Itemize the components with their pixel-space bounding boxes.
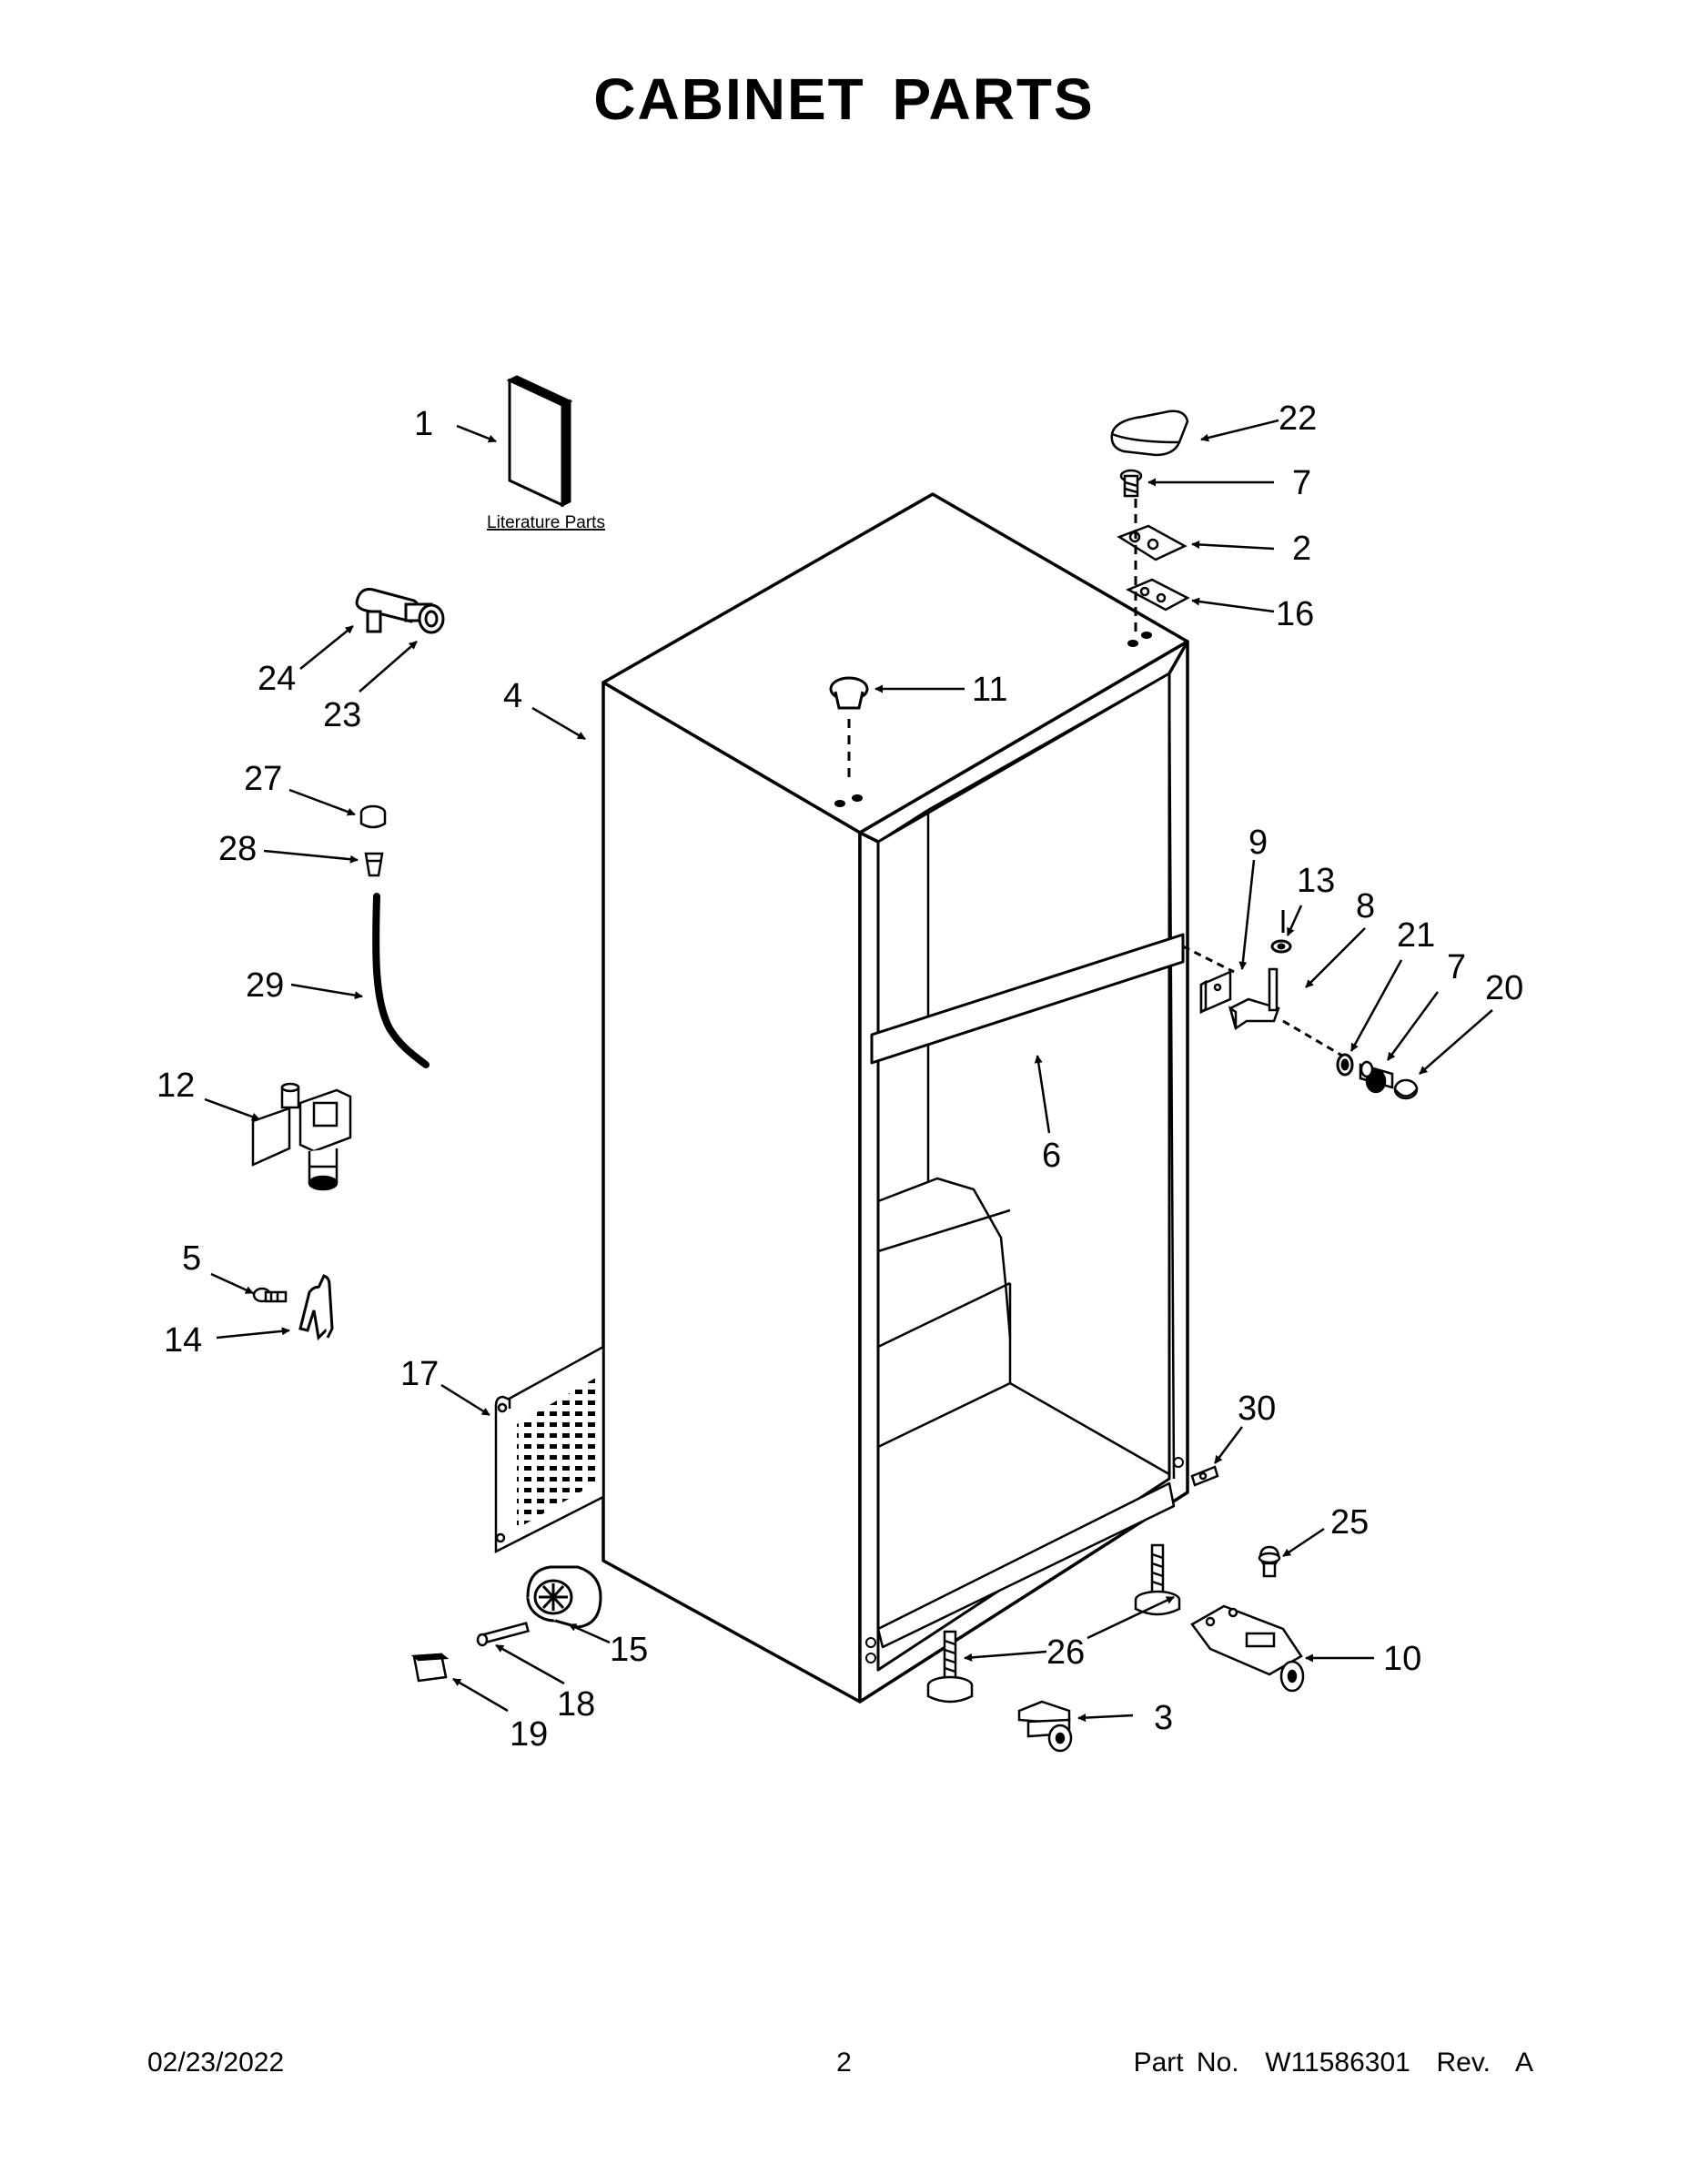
cabinet-body	[601, 492, 1189, 1704]
callout-20: 20	[1485, 969, 1523, 1007]
callout-17: 17	[400, 1355, 439, 1393]
roller-assembly-icon	[1190, 1604, 1305, 1693]
literature-icon	[506, 375, 573, 508]
center-hinge-screw-icon	[1359, 1060, 1394, 1094]
water-tube-icon	[372, 893, 430, 1068]
callout-9: 9	[1248, 824, 1268, 862]
leveling-leg-front-icon	[926, 1630, 974, 1704]
callout-3: 3	[1154, 1699, 1173, 1737]
callout-4: 4	[503, 677, 522, 715]
callout-12: 12	[157, 1067, 195, 1105]
footer-page-number: 2	[836, 2048, 852, 2078]
cabinet-holes	[834, 632, 1184, 1663]
hinge-cover-icon	[1110, 410, 1189, 457]
bracket-screw-icon	[252, 1287, 288, 1303]
callout-13: 13	[1297, 862, 1335, 900]
water-valve-icon	[251, 1082, 352, 1191]
callout-29: 29	[246, 966, 284, 1005]
callout-2: 2	[1292, 530, 1311, 568]
front-roller-icon	[1017, 1700, 1073, 1753]
center-hinge-dash-line	[1182, 945, 1235, 974]
hinge-shim-icon	[1126, 578, 1190, 612]
callout-14: 14	[164, 1321, 202, 1360]
elbow-fitting-icon	[355, 588, 445, 634]
small-bracket-icon	[1190, 1465, 1219, 1487]
callout-25: 25	[1330, 1503, 1369, 1542]
callout-6: 6	[1042, 1137, 1061, 1175]
callout-7-top: 7	[1292, 464, 1311, 502]
callout-27: 27	[244, 760, 282, 798]
footer-date: 02/23/2022	[147, 2048, 285, 2078]
callout-19: 19	[510, 1715, 548, 1754]
wheel-axle-icon	[476, 1622, 530, 1647]
center-hinge-bracket-icon	[1199, 970, 1232, 1015]
callout-23: 23	[323, 696, 361, 734]
callout-5: 5	[182, 1239, 201, 1278]
hinge-washer-icon	[1270, 939, 1292, 954]
callout-leaders	[204, 419, 1493, 1723]
hinge-axis-dash-line	[1282, 1019, 1343, 1057]
callout-16: 16	[1276, 595, 1314, 633]
rear-access-panel-icon	[494, 1344, 605, 1554]
top-hinge-icon	[1117, 524, 1188, 561]
callout-7-mid: 7	[1447, 948, 1466, 986]
hinge-screw-icon	[1119, 469, 1143, 498]
tube-clamp-icon	[359, 804, 387, 829]
footer-part-number: Part No. W11586301 Rev. A	[1133, 2048, 1533, 2078]
page-title: CABINET PARTS	[593, 66, 1095, 132]
callout-8: 8	[1356, 887, 1375, 925]
center-hinge-icon	[1228, 967, 1280, 1031]
callout-26: 26	[1046, 1633, 1085, 1672]
callout-24: 24	[258, 660, 296, 698]
callout-numbers: 1 22 7 2 16 24 23 4 11 27 28 29 9 13 8 2…	[157, 399, 1523, 1754]
callout-11: 11	[972, 671, 1007, 709]
hinge-spacer-icon	[1336, 1053, 1354, 1077]
callout-10: 10	[1383, 1640, 1421, 1678]
callout-15: 15	[610, 1631, 648, 1669]
callout-30: 30	[1238, 1390, 1276, 1428]
tube-connector-icon	[364, 852, 384, 877]
callout-22: 22	[1279, 399, 1317, 438]
clip-bracket-icon	[298, 1274, 334, 1341]
callout-21: 21	[1397, 916, 1435, 955]
literature-parts-label: Literature Parts	[487, 513, 605, 532]
callout-18: 18	[557, 1685, 595, 1724]
wheel-cap-icon	[410, 1653, 450, 1683]
leveling-screw-icon	[1258, 1545, 1281, 1578]
hinge-screw-cap-icon	[1393, 1078, 1419, 1100]
wheel-icon	[526, 1565, 602, 1629]
callout-1: 1	[414, 405, 433, 443]
plug-button-icon	[829, 676, 869, 710]
callout-28: 28	[218, 830, 257, 868]
